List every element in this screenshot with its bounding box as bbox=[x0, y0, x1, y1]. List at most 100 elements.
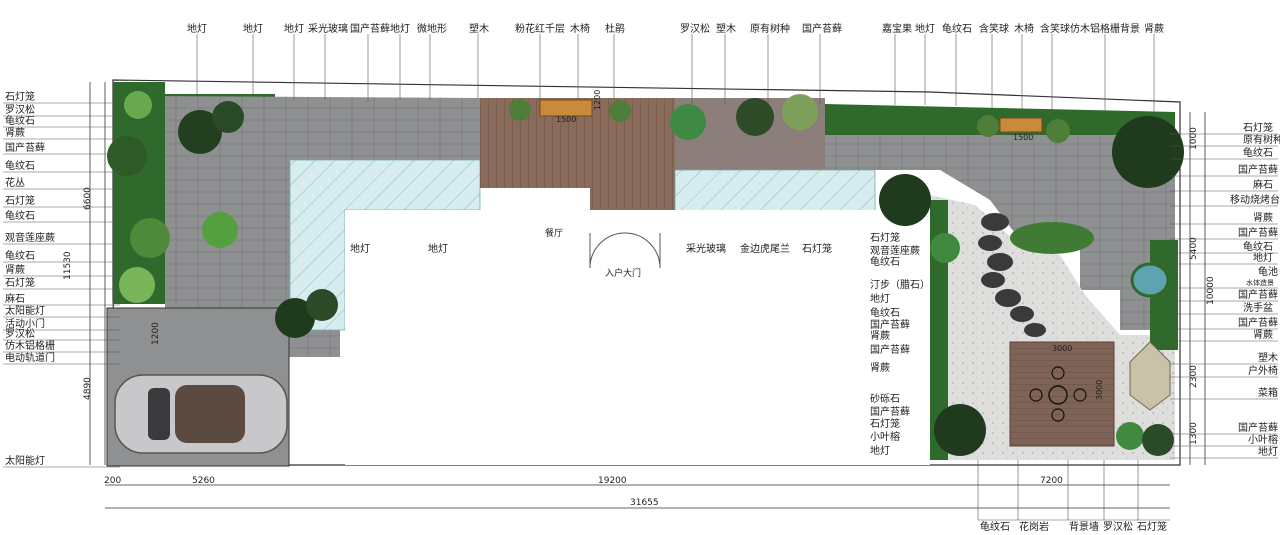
labels-inner: 餐厅 入户大门 地灯 地灯 采光玻璃 金边虎尾兰 石灯笼 bbox=[350, 227, 832, 279]
label-center: 国产苔藓 bbox=[870, 405, 910, 418]
dim-pergola-w: 3000 bbox=[1052, 344, 1072, 353]
labels-center: 石灯笼 观音莲座蕨 龟纹石 汀步（腊石） 地灯 龟纹石 国产苔藓 肾蕨 国产苔藓… bbox=[870, 231, 930, 457]
label-right: 塑木 bbox=[1258, 352, 1278, 364]
dim-right-mid: 5400 bbox=[1189, 237, 1199, 260]
stepping-stones bbox=[978, 213, 1046, 337]
label-left: 龟纹石 bbox=[5, 249, 35, 262]
pergola-chair-4 bbox=[1073, 388, 1087, 402]
label-right: 小叶榕 bbox=[1248, 433, 1278, 446]
label-center: 砂砾石 bbox=[870, 392, 900, 405]
label-center: 观音莲座蕨 bbox=[870, 244, 920, 257]
dim-left-total: 11530 bbox=[63, 251, 73, 280]
label-center: 龟纹石 bbox=[870, 255, 900, 268]
label-center: 国产苔藓 bbox=[870, 318, 910, 331]
label-left: 石灯笼 bbox=[5, 276, 35, 289]
label-left: 电动轨道门 bbox=[5, 351, 55, 364]
label-right: 地灯 bbox=[1253, 251, 1273, 264]
label-top: 粉花红千层 bbox=[515, 22, 565, 35]
label-top: 微地形 bbox=[417, 22, 447, 35]
dim-bottom-c: 19200 bbox=[598, 476, 627, 486]
label-ground-light-2: 地灯 bbox=[428, 242, 448, 255]
right-paving bbox=[825, 135, 1175, 330]
pergola-chair-1 bbox=[1051, 366, 1065, 380]
dim-left-small: 1200 bbox=[151, 322, 161, 345]
label-left: 仿木铝格栅 bbox=[5, 339, 55, 352]
dining-building bbox=[345, 210, 930, 465]
label-center: 龟纹石 bbox=[870, 306, 900, 319]
label-top: 仿木铝格栅背景 bbox=[1070, 22, 1140, 35]
pergola-chair-2 bbox=[1051, 408, 1065, 422]
label-center: 国产苔藓 bbox=[870, 343, 910, 356]
label-skylight: 采光玻璃 bbox=[686, 242, 726, 255]
label-left: 肾蕨 bbox=[5, 127, 25, 139]
left-paving bbox=[165, 96, 480, 357]
label-left: 观音莲座蕨 bbox=[5, 231, 55, 244]
dim-bench2: 1500 bbox=[1013, 133, 1033, 142]
dim-right-b: 1300 bbox=[1189, 422, 1199, 445]
label-right: 国产苔藓 bbox=[1238, 226, 1278, 239]
labels-bottom: 龟纹石 花岗岩 背景墙 罗汉松 石灯笼 bbox=[980, 520, 1167, 533]
label-right: 国产苔藓 bbox=[1238, 316, 1278, 329]
dim-right-total: 10000 bbox=[1206, 276, 1216, 305]
label-center: 小叶榕 bbox=[870, 430, 900, 443]
label-right: 麻石 bbox=[1253, 178, 1273, 191]
gravel-green-edge-left bbox=[930, 200, 948, 460]
label-top: 地灯 bbox=[390, 22, 410, 35]
label-top: 塑木 bbox=[469, 23, 489, 35]
label-top: 罗汉松 bbox=[680, 22, 710, 35]
leader-lines-right bbox=[1170, 133, 1278, 459]
dim-right-a: 2300 bbox=[1189, 365, 1199, 388]
trees bbox=[107, 91, 1184, 456]
dim-right-upper: 1000 bbox=[1189, 127, 1199, 150]
labels-left: 石灯笼 罗汉松 龟纹石 肾蕨 国产苔藓 龟纹石 花丛 石灯笼 龟纹石 观音莲座蕨… bbox=[5, 90, 55, 467]
label-center: 肾蕨 bbox=[870, 330, 890, 342]
label-right: 石灯笼 bbox=[1243, 121, 1273, 134]
label-bottom: 罗汉松 bbox=[1103, 520, 1133, 533]
label-right: 肾蕨 bbox=[1253, 329, 1273, 341]
label-top: 国产苔藓 bbox=[802, 22, 842, 35]
label-right: 移动烧烤台 bbox=[1230, 193, 1280, 206]
car-windshield bbox=[148, 388, 170, 440]
planter-box bbox=[1129, 341, 1171, 411]
label-center: 石灯笼 bbox=[870, 417, 900, 430]
label-top: 含笑球 bbox=[979, 22, 1009, 35]
bench-1 bbox=[539, 99, 593, 117]
label-left: 活动小门 bbox=[5, 317, 45, 330]
leader-lines-left bbox=[3, 102, 120, 468]
label-left: 龟纹石 bbox=[5, 209, 35, 222]
label-right: 龟纹石 bbox=[1243, 240, 1273, 253]
dim-bottom-a: 200 bbox=[104, 476, 121, 486]
label-top: 原有树种 bbox=[750, 22, 790, 35]
label-left: 太阳能灯 bbox=[5, 454, 45, 467]
label-left: 石灯笼 bbox=[5, 90, 35, 103]
pergola-table bbox=[1048, 385, 1068, 405]
dim-deck: 1200 bbox=[593, 90, 602, 110]
pergola-deck bbox=[1009, 341, 1115, 447]
label-right: 龟池 bbox=[1258, 265, 1278, 278]
dim-left-lower: 4890 bbox=[83, 377, 93, 400]
label-bottom: 花岗岩 bbox=[1019, 520, 1049, 533]
label-right: 肾蕨 bbox=[1253, 212, 1273, 224]
label-top: 地灯 bbox=[284, 22, 304, 35]
label-left: 太阳能灯 bbox=[5, 304, 45, 317]
label-lantern: 石灯笼 bbox=[802, 242, 832, 255]
label-center: 地灯 bbox=[870, 292, 890, 305]
label-top: 杜鹃 bbox=[605, 22, 625, 35]
bench-2 bbox=[999, 117, 1043, 133]
label-top: 肾蕨 bbox=[1144, 23, 1164, 35]
dim-left-upper: 6600 bbox=[83, 187, 93, 210]
label-right: 原有树种 bbox=[1243, 133, 1280, 146]
label-right: 国产苔藓 bbox=[1238, 421, 1278, 434]
label-top: 塑木 bbox=[716, 23, 736, 35]
label-bottom: 背景墙 bbox=[1069, 520, 1099, 533]
rock-island bbox=[1010, 222, 1094, 254]
label-right: 地灯 bbox=[1258, 445, 1278, 458]
label-left: 龟纹石 bbox=[5, 114, 35, 127]
label-left: 罗汉松 bbox=[5, 103, 35, 116]
label-center: 肾蕨 bbox=[870, 362, 890, 374]
label-top: 地灯 bbox=[187, 22, 207, 35]
label-bottom: 龟纹石 bbox=[980, 520, 1010, 533]
label-left: 罗汉松 bbox=[5, 327, 35, 340]
label-top: 地灯 bbox=[915, 22, 935, 35]
label-right: 户外椅 bbox=[1248, 364, 1278, 377]
